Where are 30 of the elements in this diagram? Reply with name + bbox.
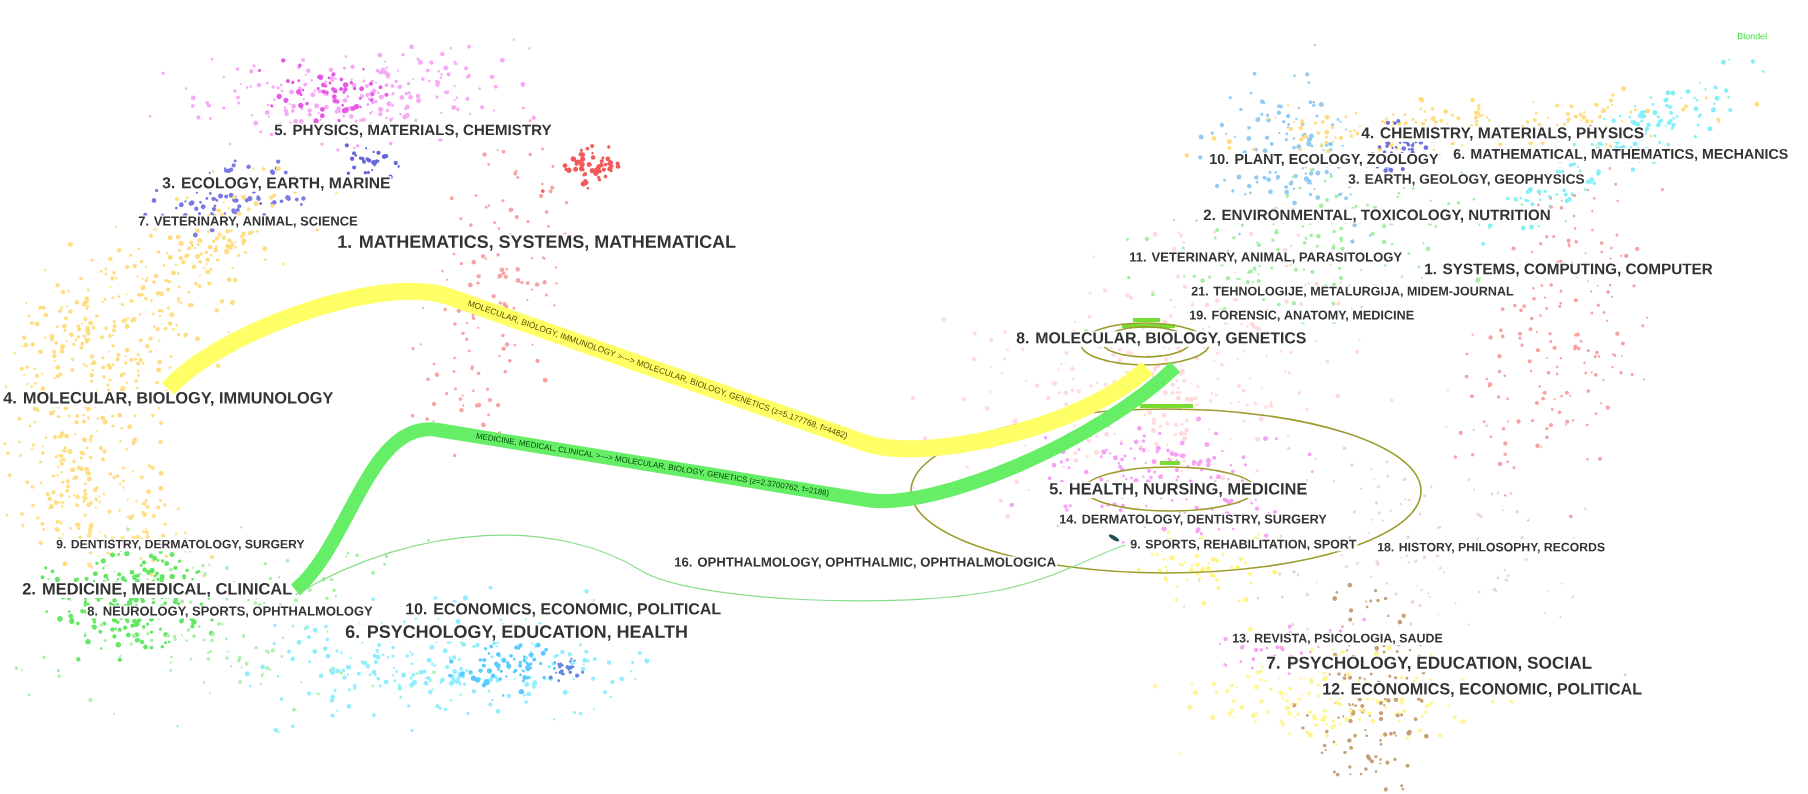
- cluster-label: 9. DENTISTRY, DERMATOLOGY, SURGERY: [55, 538, 306, 552]
- cluster-label: 8. NEUROLOGY, SPORTS, OPHTHALMOLOGY: [86, 605, 374, 619]
- cluster-label: 14. DERMATOLOGY, DENTISTRY, SURGERY: [1058, 513, 1328, 527]
- cluster-label: 19. FORENSIC, ANATOMY, MEDICINE: [1188, 309, 1416, 323]
- cluster-label: 9. SPORTS, REHABILITATION, SPORT: [1129, 538, 1358, 552]
- cluster-label: 4. MOLECULAR, BIOLOGY, IMMUNOLOGY: [2, 391, 335, 407]
- cluster-label: 12. ECONOMICS, ECONOMIC, POLITICAL: [1321, 682, 1644, 698]
- cluster-label: 5. PHYSICS, MATERIALS, CHEMISTRY: [273, 123, 553, 139]
- cluster-label: 13. REVISTA, PSICOLOGIA, SAUDE: [1231, 632, 1444, 646]
- cluster-label: 3. ECOLOGY, EARTH, MARINE: [161, 176, 392, 192]
- cluster-label: 1. SYSTEMS, COMPUTING, COMPUTER: [1423, 262, 1714, 278]
- cluster-label: 16. OPHTHALMOLOGY, OPHTHALMIC, OPHTHALMOLOGICA: [673, 556, 1058, 570]
- cluster-label: 6. MATHEMATICAL, MATHEMATICS, MECHANICS: [1452, 147, 1790, 163]
- cluster-label: 2. MEDICINE, MEDICAL, CLINICAL: [21, 582, 294, 598]
- cluster-label: 21. TEHNOLOGIJE, METALURGIJA, MIDEM-JOURNAL: [1190, 285, 1515, 299]
- flow-band: [162, 282, 1153, 458]
- flow-band: [290, 361, 1180, 595]
- cluster-label: 10. ECONOMICS, ECONOMIC, POLITICAL: [404, 602, 723, 618]
- cluster-label: 6. PSYCHOLOGY, EDUCATION, HEALTH: [344, 624, 689, 642]
- cluster-label: 4. CHEMISTRY, MATERIALS, PHYSICS: [1360, 126, 1646, 142]
- cluster-label: 18. HISTORY, PHILOSOPHY, RECORDS: [1376, 541, 1607, 555]
- cluster-label: 2. ENVIRONMENTAL, TOXICOLOGY, NUTRITION: [1202, 208, 1552, 224]
- cluster-label: 7. VETERINARY, ANIMAL, SCIENCE: [137, 215, 359, 229]
- cluster-label: 1. MATHEMATICS, SYSTEMS, MATHEMATICAL: [336, 234, 738, 252]
- cluster-label: 3. EARTH, GEOLOGY, GEOPHYSICS: [1347, 173, 1586, 187]
- flow-line: [294, 534, 1127, 602]
- cluster-label: 7. PSYCHOLOGY, EDUCATION, SOCIAL: [1265, 655, 1594, 673]
- cluster-label: 11. VETERINARY, ANIMAL, PARASITOLOGY: [1128, 251, 1404, 265]
- corner-label: Blondel: [1737, 32, 1767, 40]
- cluster-label: 10. PLANT, ECOLOGY, ZOOLOGY: [1208, 152, 1440, 168]
